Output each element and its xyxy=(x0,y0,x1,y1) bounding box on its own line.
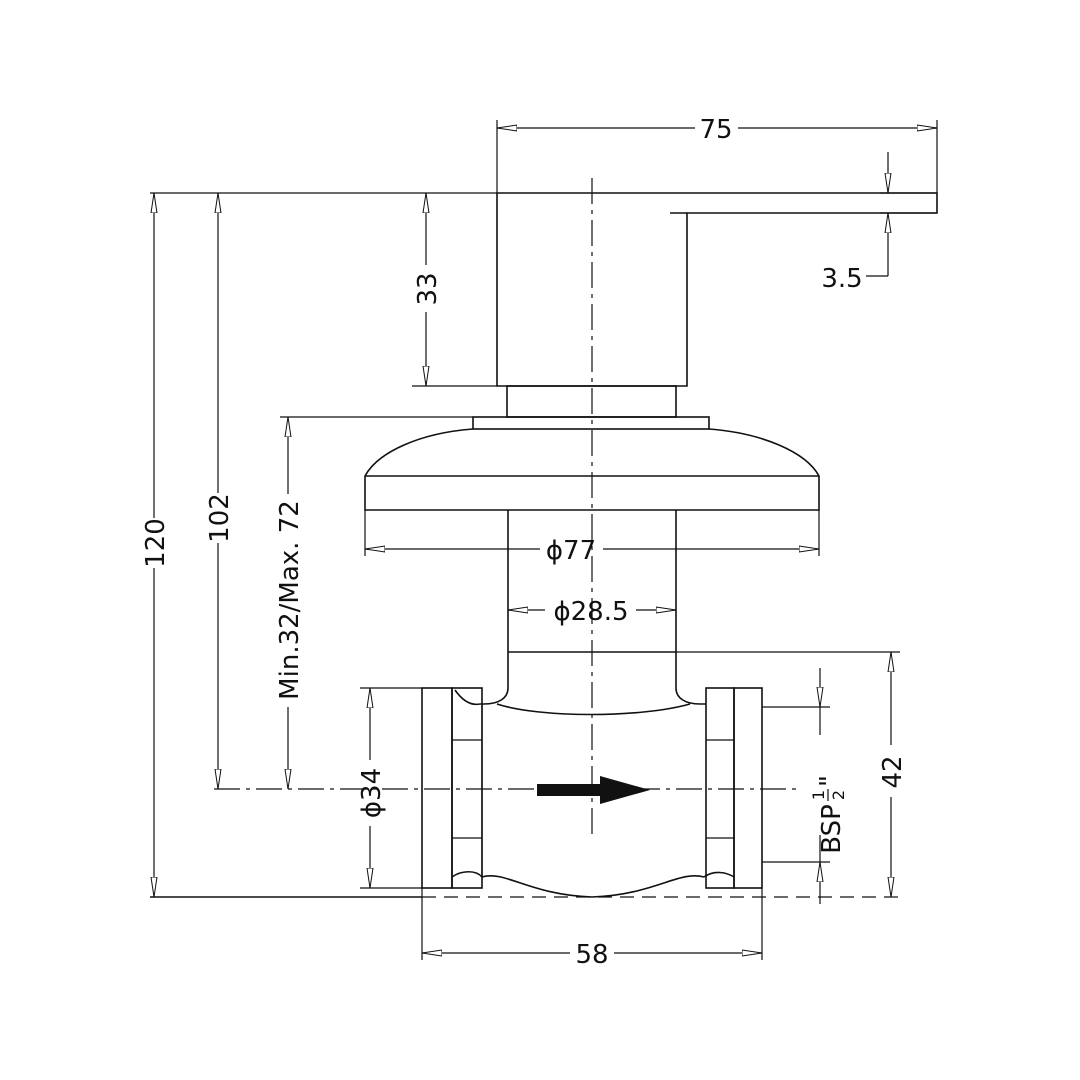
dim-stem-diameter: ϕ28.5 xyxy=(508,597,676,627)
dim-body-length: 58 xyxy=(421,888,763,970)
thread-numerator: 1 xyxy=(809,790,828,800)
thread-inch: " xyxy=(815,775,845,787)
thread-label: BSP xyxy=(817,804,847,854)
dim-label-phi34: ϕ34 xyxy=(357,768,387,818)
dim-label-58: 58 xyxy=(575,940,608,970)
dim-label-102: 102 xyxy=(205,493,235,543)
dim-wall-range: Min.32/Max. 72 xyxy=(275,416,473,789)
dim-label-phi77: ϕ77 xyxy=(546,536,596,566)
dim-handle-height: 33 xyxy=(412,193,497,387)
dim-label-42: 42 xyxy=(878,755,908,788)
dim-handle-thickness: 3.5 xyxy=(821,152,937,294)
dim-label-75: 75 xyxy=(699,115,732,145)
right-arrow-icon xyxy=(537,776,650,804)
dim-rosette-diameter: ϕ77 xyxy=(364,510,820,566)
dim-height-to-axis: 102 xyxy=(205,193,235,789)
dim-label-wall-range: Min.32/Max. 72 xyxy=(275,500,305,700)
right-connector xyxy=(705,687,763,889)
dim-handle-width: 75 xyxy=(496,115,938,193)
rosette xyxy=(364,428,820,511)
collar-flange xyxy=(472,416,710,430)
dim-thread: BSP 1 2 " xyxy=(762,668,848,904)
left-connector xyxy=(421,687,483,889)
dim-body-height: 42 xyxy=(676,651,908,897)
thread-denominator: 2 xyxy=(829,790,848,800)
dim-label-phi28-5: ϕ28.5 xyxy=(553,597,628,627)
handle-lever xyxy=(496,192,938,387)
dim-label-3-5: 3.5 xyxy=(821,264,862,294)
dim-label-33: 33 xyxy=(413,272,443,305)
dim-total-height: 120 xyxy=(141,193,171,897)
dim-label-120: 120 xyxy=(141,518,171,568)
valve-body xyxy=(454,651,706,716)
valve-outline xyxy=(150,192,938,898)
dim-pipe-diameter: ϕ34 xyxy=(357,687,422,889)
